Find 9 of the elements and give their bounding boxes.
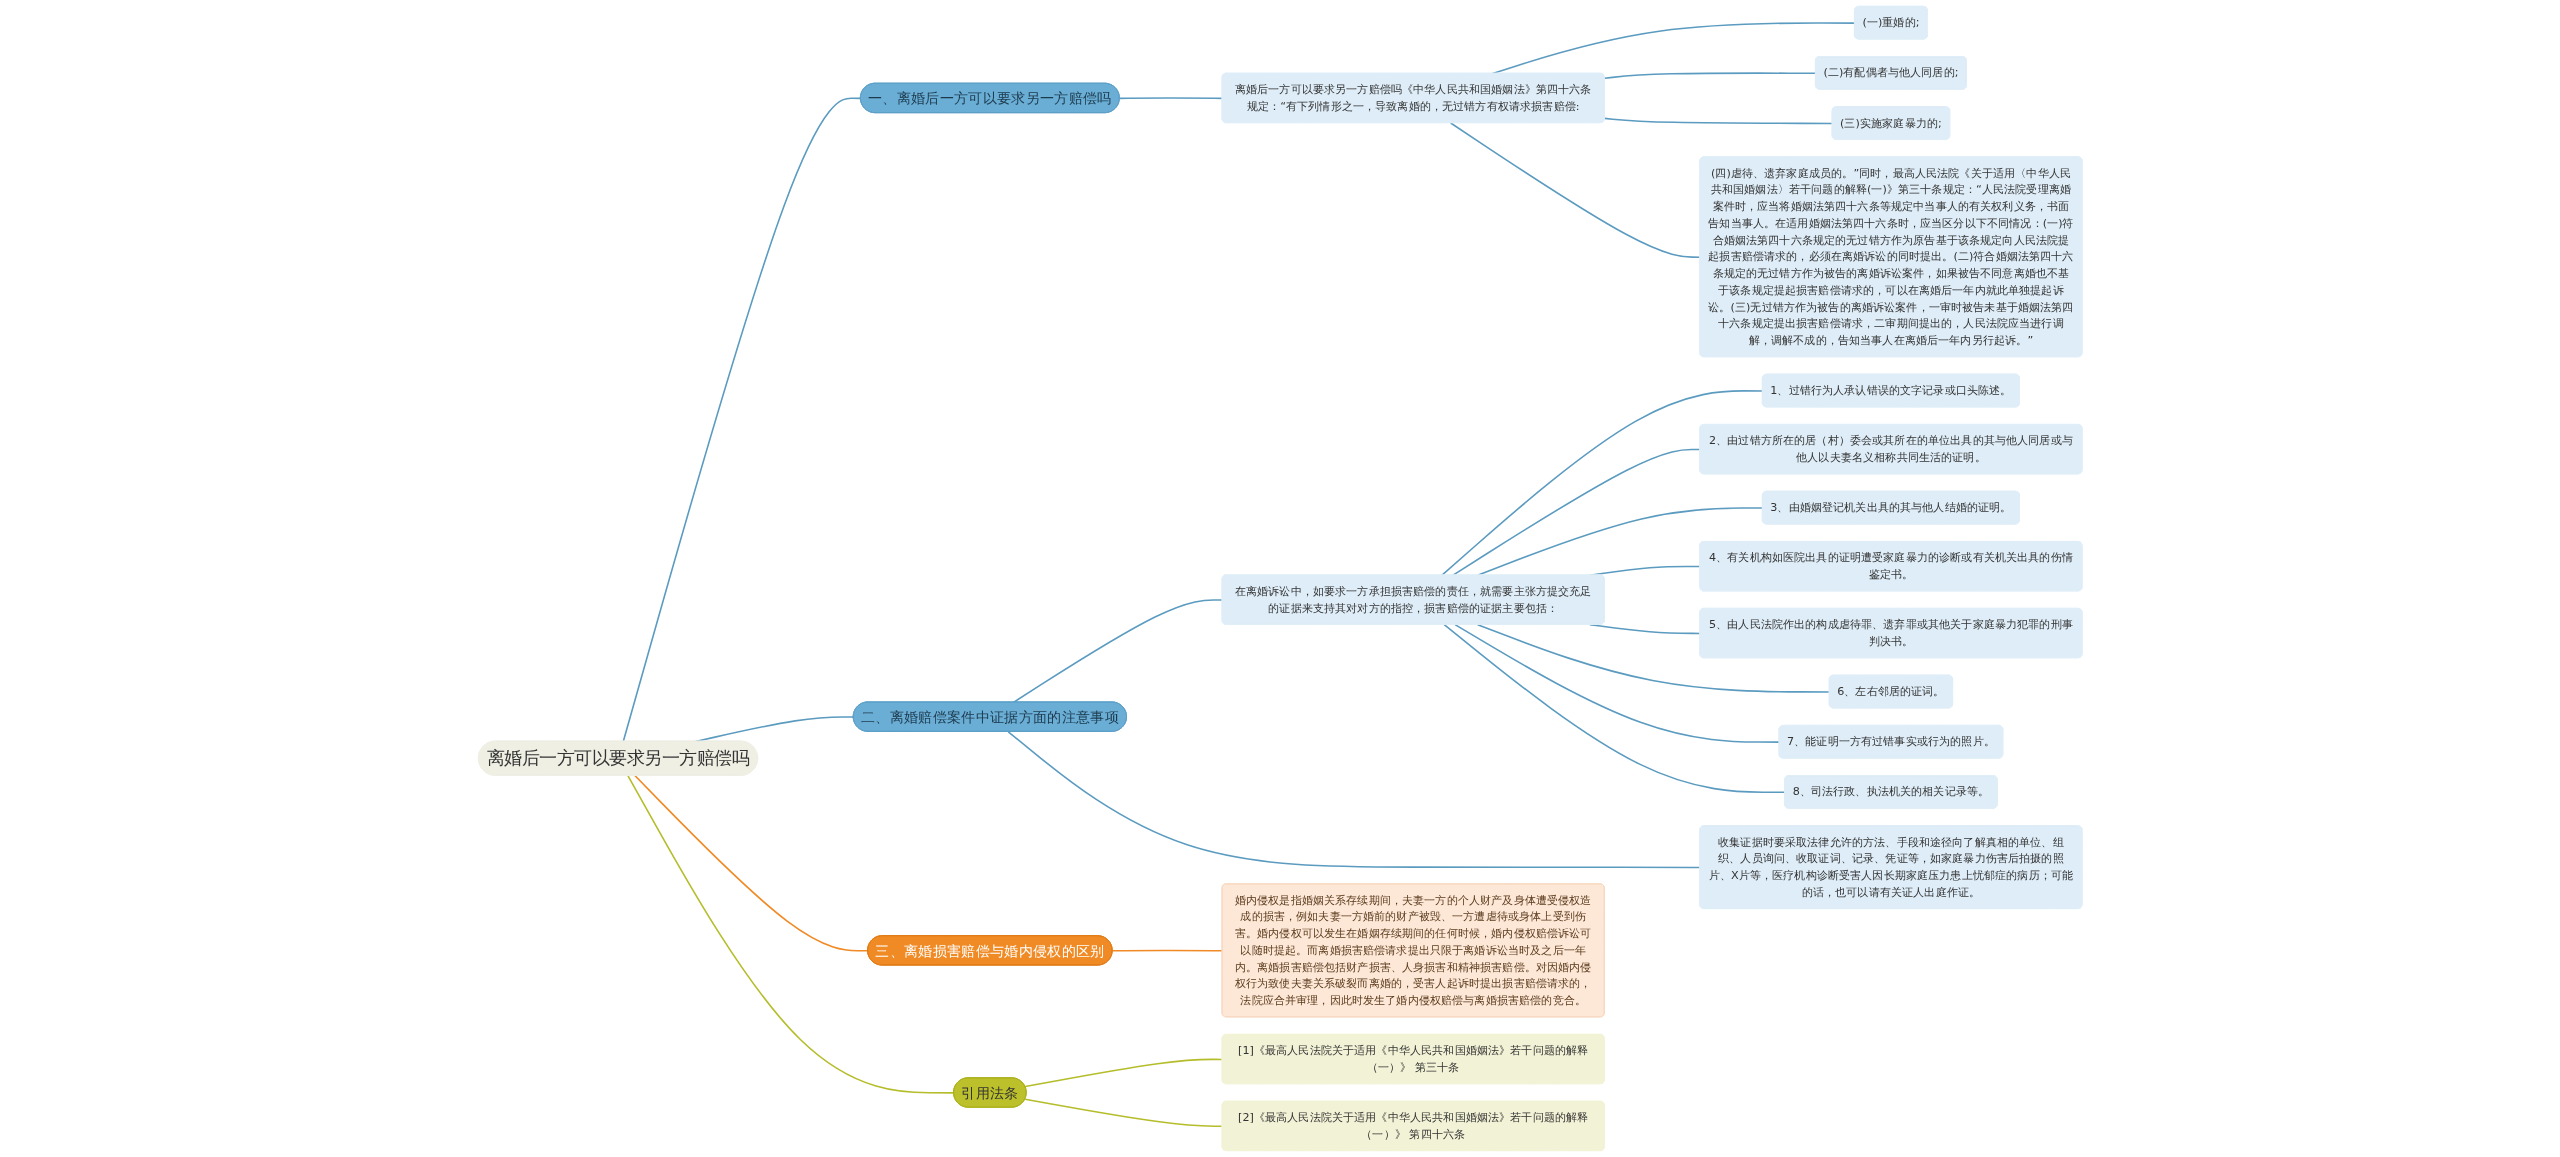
connector <box>1440 390 1764 577</box>
connector <box>1449 122 1701 258</box>
connector <box>1007 730 1701 869</box>
connector <box>1603 72 1817 80</box>
connector <box>1443 623 1786 794</box>
connector <box>634 774 869 952</box>
connector <box>1476 623 1831 693</box>
connector <box>622 97 862 743</box>
connector <box>627 774 955 1094</box>
